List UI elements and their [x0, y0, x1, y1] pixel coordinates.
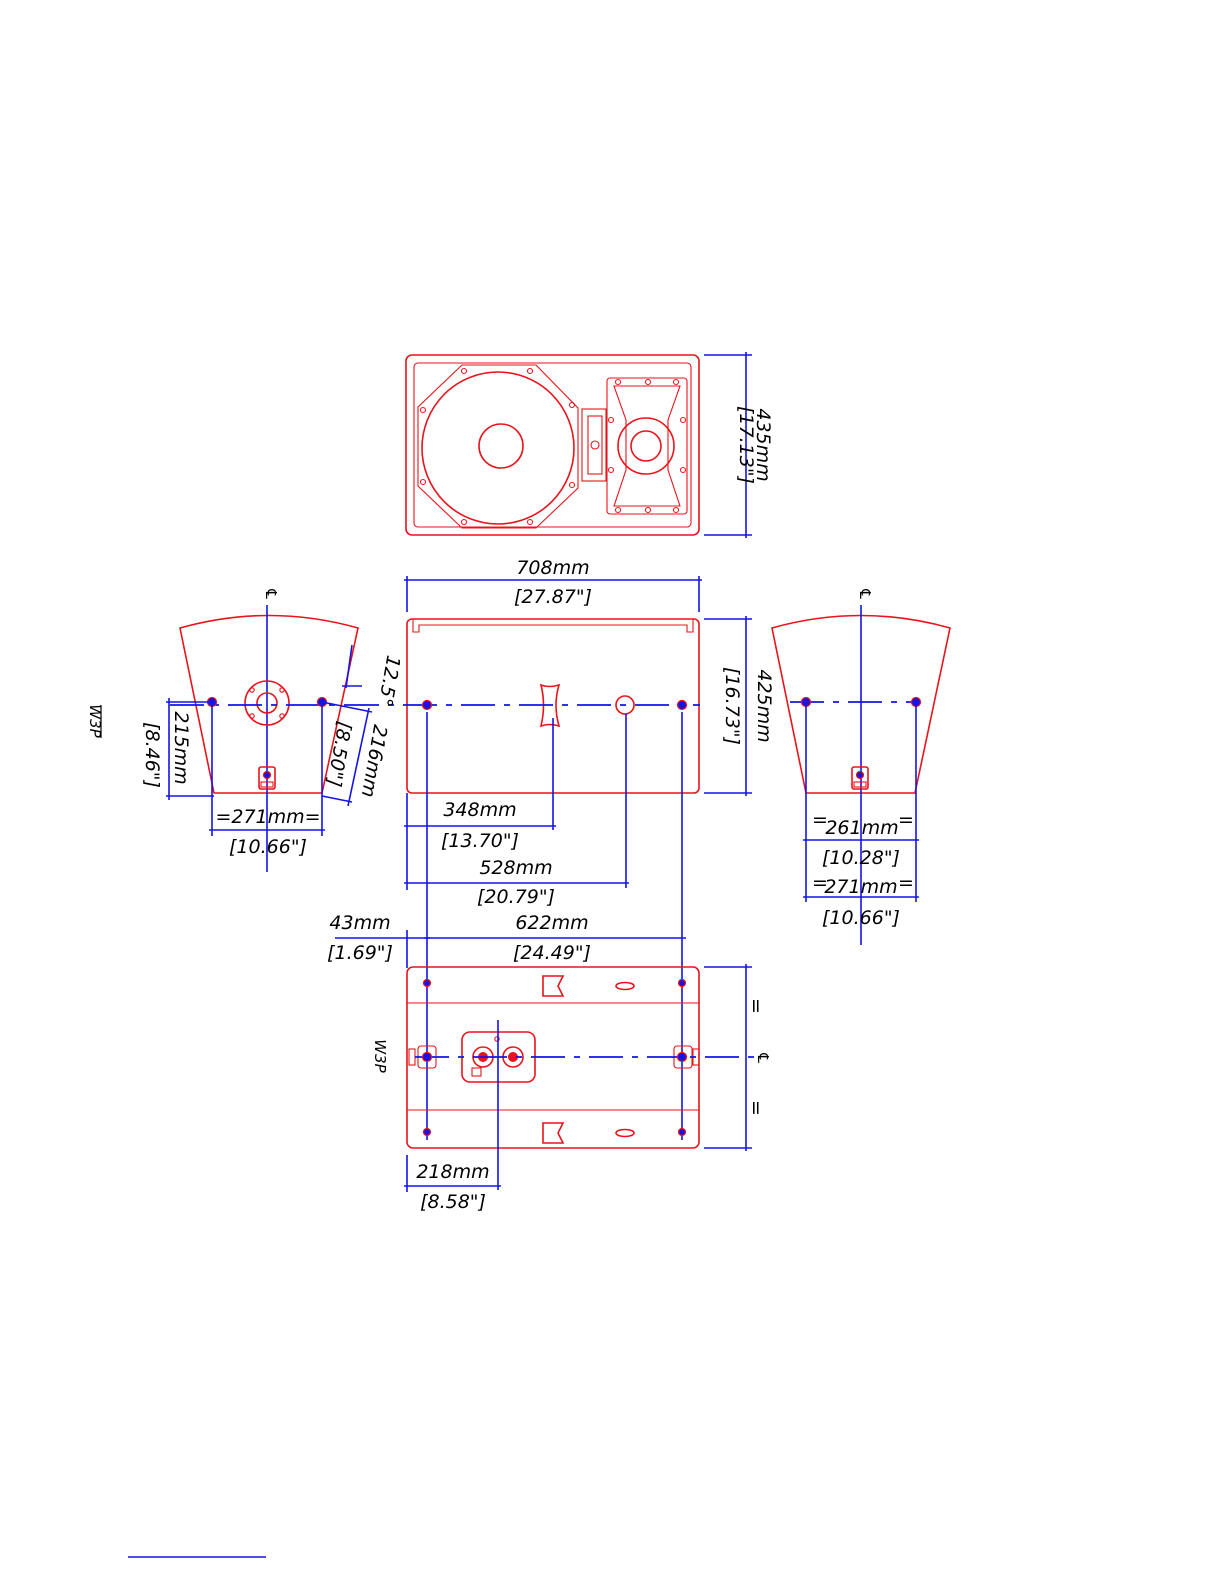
left-angle-dimension: [342, 645, 362, 688]
bottom-bracket-left-tab: [409, 1049, 415, 1065]
connector-offset-in-label: [8.58"]: [420, 1191, 486, 1213]
left-centerline-symbol: ℄: [262, 587, 280, 600]
left-slant-mm-label: 216mm: [357, 723, 391, 799]
bottom-handle-top: [543, 976, 563, 996]
right-inner-width-mm-label: 261mm: [825, 817, 898, 839]
top-rigging-point-left: [423, 701, 432, 710]
horn-flare: [614, 386, 680, 506]
compression-driver-inner: [631, 431, 661, 461]
front-view: [17.13"] 435mm: [406, 352, 774, 538]
port-inner: [588, 416, 602, 474]
bottom-model-label: W3P: [371, 1039, 389, 1073]
bottom-handle-bottom: [543, 1123, 563, 1143]
right-inner-width-in-label: [10.28"]: [822, 847, 900, 869]
left-slant-in-label: [8.50"]: [322, 720, 355, 789]
front-view-inner-outline: [414, 363, 691, 527]
bottom-view: 43mm [1.69"] 622mm [24.49"]: [327, 712, 772, 1213]
panel-indicator: [472, 1068, 481, 1076]
right-outer-eq-right: =: [898, 872, 914, 894]
bottom-span-in-label: [24.49"]: [513, 942, 591, 964]
bottom-centerline-symbol: ℄: [754, 1051, 772, 1064]
right-bracket-slot: [854, 782, 866, 787]
bottom-point-mr: [678, 1053, 687, 1062]
right-side-view: ℄ = 261mm = [10.28"] = 271mm = [10.66"]: [772, 587, 950, 945]
woofer-baffle: [418, 365, 578, 528]
left-bracket-point: [264, 772, 271, 779]
left-model-label: W3P: [86, 704, 104, 738]
hole-offset-mm-label: 528mm: [479, 857, 552, 879]
top-view: 708mm [27.87"] [16.73"] 425mm 348mm [13.…: [345, 557, 775, 908]
bottom-equals-bottom: =: [745, 1100, 767, 1116]
left-width-mm-label: =271mm=: [215, 806, 320, 828]
horn-frame: [607, 378, 687, 514]
bottom-point-br: [679, 1129, 686, 1136]
left-height-in-label: [8.46"]: [141, 722, 163, 788]
bottom-offset-in-label: [1.69"]: [327, 942, 393, 964]
top-view-rear-lip: [413, 619, 693, 632]
bottom-slot-bottom: [616, 1130, 634, 1137]
left-width-in-label: [10.66"]: [229, 836, 307, 858]
bottom-equals-top: =: [745, 998, 767, 1014]
handle-offset-mm-label: 348mm: [443, 799, 516, 821]
top-width-in-label: [27.87"]: [514, 586, 592, 608]
bottom-slot-top: [616, 983, 634, 990]
top-depth-mm-label: 425mm: [753, 669, 775, 742]
left-height-mm-label: 215mm: [170, 711, 192, 784]
front-height-mm-label: 435mm: [752, 408, 774, 481]
hole-offset-in-label: [20.79"]: [477, 886, 555, 908]
right-centerline-symbol: ℄: [856, 587, 874, 600]
left-angle-label: 12.5°: [374, 654, 405, 709]
top-width-mm-label: 708mm: [516, 557, 589, 579]
right-outer-width-in-label: [10.66"]: [822, 907, 900, 929]
bottom-offset-mm-label: 43mm: [329, 912, 390, 934]
bottom-span-mm-label: 622mm: [515, 912, 588, 934]
right-bracket-point: [857, 772, 864, 779]
right-outer-width-mm-label: 271mm: [824, 876, 897, 898]
bottom-point-ml: [423, 1053, 432, 1062]
bottom-point-bl: [424, 1129, 431, 1136]
port-center: [591, 441, 599, 449]
top-rigging-point-right: [678, 701, 687, 710]
woofer-cone: [422, 372, 574, 524]
bottom-point-tr: [679, 980, 686, 987]
connector-offset-mm-label: 218mm: [416, 1161, 489, 1183]
right-inner-eq-right: =: [898, 809, 914, 831]
bottom-point-tl: [424, 980, 431, 987]
woofer-dust-cap: [479, 424, 523, 468]
handle-offset-in-label: [13.70"]: [441, 830, 519, 852]
top-depth-in-label: [16.73"]: [721, 667, 743, 745]
left-side-view: ℄ 12.5° [8.46"] 215mm: [86, 587, 404, 872]
